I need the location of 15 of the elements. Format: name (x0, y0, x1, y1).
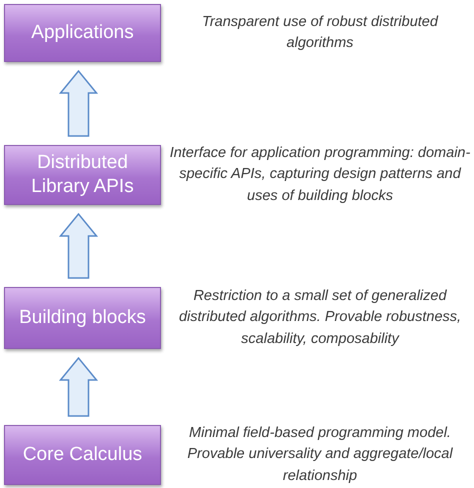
layer-box (4, 425, 161, 485)
layer-box (4, 287, 161, 349)
layer-label: Building blocks (19, 306, 146, 330)
layer-box (4, 145, 161, 205)
layer-label: Core Calculus (22, 443, 142, 467)
layer-description: Interface for application programming: domain-specific APIs, capturing design patterns and uses of building blocks (168, 144, 472, 206)
block-arrow (58, 212, 98, 279)
layer-label: Applications (31, 21, 134, 45)
layer-description: Transparent use of robust distributed algorithms (201, 12, 440, 53)
layer-box (4, 4, 161, 62)
block-arrow (58, 356, 98, 417)
layer-label: Distributed Library APIs (30, 151, 135, 199)
layer-description: Minimal field-based programming model. Provable universality and aggregate/local relationship (186, 424, 454, 486)
layer-description: Restriction to a small set of generalized distributed algorithms. Provable robustness, scalability, composability (178, 287, 462, 348)
block-arrow (58, 70, 98, 137)
